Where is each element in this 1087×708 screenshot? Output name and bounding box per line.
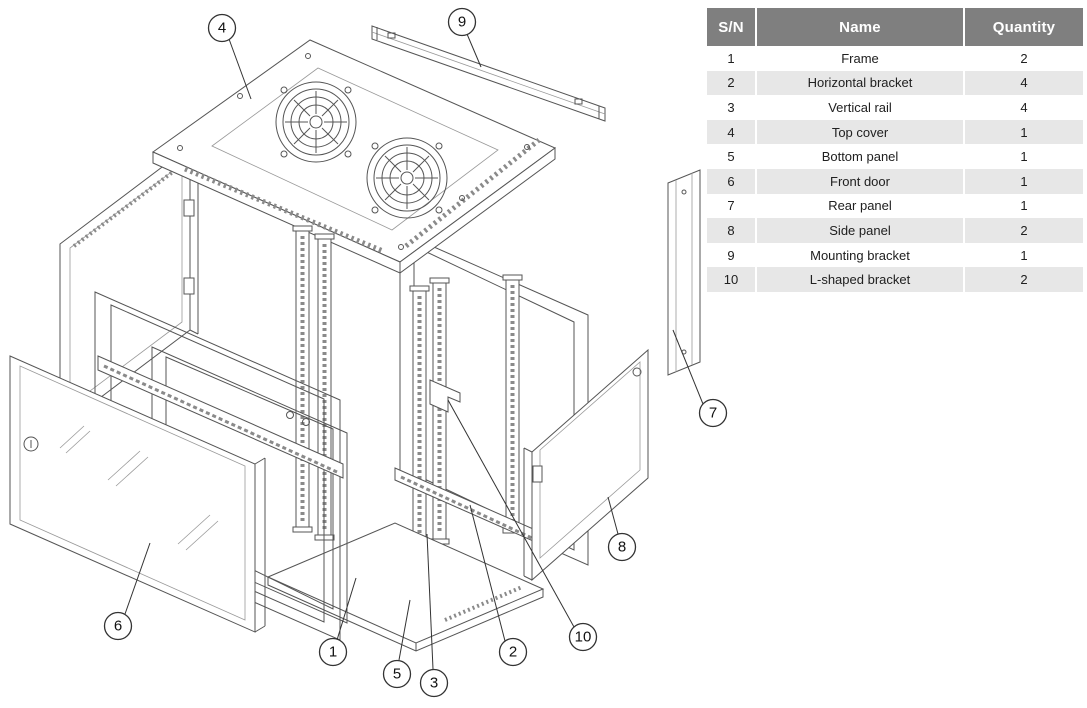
callout-4: 4 bbox=[207, 13, 252, 100]
table-row: 4 Top cover 1 bbox=[707, 119, 1083, 145]
callout-8: 8 bbox=[607, 496, 637, 562]
cell-qty: 2 bbox=[965, 218, 1083, 243]
table-row: 9 Mounting bracket 1 bbox=[707, 242, 1083, 268]
callout-7: 7 bbox=[672, 329, 728, 428]
cell-qty: 1 bbox=[965, 193, 1083, 219]
cell-sn: 6 bbox=[707, 168, 755, 194]
callout-1: 1 bbox=[318, 577, 357, 667]
horizontal-bracket-front-drawing bbox=[97, 355, 344, 479]
mounting-bracket-drawing bbox=[371, 25, 606, 122]
table-row: 10 L-shaped bracket 2 bbox=[707, 267, 1083, 292]
cell-name: Front door bbox=[757, 168, 963, 194]
cell-qty: 1 bbox=[965, 242, 1083, 268]
callout-2: 2 bbox=[469, 504, 528, 667]
cell-name: Vertical rail bbox=[757, 95, 963, 120]
vertical-rails-front-drawing bbox=[292, 225, 335, 541]
table-row: 8 Side panel 2 bbox=[707, 218, 1083, 243]
svg-text:7: 7 bbox=[709, 405, 717, 422]
cell-name: Horizontal bracket bbox=[757, 70, 963, 96]
svg-text:5: 5 bbox=[393, 666, 401, 683]
glass-reflection-marks bbox=[59, 425, 219, 551]
cell-name: Top cover bbox=[757, 119, 963, 145]
cell-sn: 3 bbox=[707, 95, 755, 120]
side-panel-drawing bbox=[523, 348, 649, 582]
parts-table: S/N Name Quantity 1 Frame 2 2 Horizontal… bbox=[707, 8, 1083, 292]
cell-qty: 2 bbox=[965, 46, 1083, 71]
bottom-panel-drawing bbox=[266, 522, 545, 652]
svg-text:2: 2 bbox=[509, 644, 517, 661]
table-row: 2 Horizontal bracket 4 bbox=[707, 70, 1083, 96]
table-row: 6 Front door 1 bbox=[707, 168, 1083, 194]
parts-table-body: 1 Frame 2 2 Horizontal bracket 4 3 Verti… bbox=[707, 46, 1083, 292]
svg-text:3: 3 bbox=[430, 675, 438, 692]
parts-table-header: S/N Name Quantity bbox=[707, 8, 1083, 46]
cell-sn: 9 bbox=[707, 242, 755, 268]
svg-text:8: 8 bbox=[618, 539, 626, 556]
cell-qty: 4 bbox=[965, 95, 1083, 120]
top-cover-drawing bbox=[151, 39, 556, 274]
cell-sn: 10 bbox=[707, 267, 755, 292]
callout-10: 10 bbox=[447, 399, 598, 652]
svg-text:9: 9 bbox=[458, 14, 466, 31]
cell-sn: 2 bbox=[707, 70, 755, 96]
cell-qty: 1 bbox=[965, 168, 1083, 194]
cell-name: L-shaped bracket bbox=[757, 267, 963, 292]
callout-5: 5 bbox=[382, 599, 412, 689]
cell-sn: 4 bbox=[707, 119, 755, 145]
cell-name: Mounting bracket bbox=[757, 242, 963, 268]
table-row: 7 Rear panel 1 bbox=[707, 193, 1083, 219]
l-shaped-bracket-drawing bbox=[429, 379, 461, 413]
svg-text:4: 4 bbox=[218, 20, 226, 37]
col-header-sn: S/N bbox=[707, 8, 755, 46]
fan-grille-icon bbox=[366, 137, 448, 219]
callout-3: 3 bbox=[419, 533, 449, 698]
svg-text:1: 1 bbox=[329, 644, 337, 661]
svg-text:6: 6 bbox=[114, 618, 122, 635]
cell-name: Frame bbox=[757, 46, 963, 71]
cell-name: Bottom panel bbox=[757, 144, 963, 169]
cell-sn: 5 bbox=[707, 144, 755, 169]
cell-name: Side panel bbox=[757, 218, 963, 243]
table-row: 1 Frame 2 bbox=[707, 46, 1083, 71]
rear-panel-drawing bbox=[667, 169, 701, 376]
table-row: 5 Bottom panel 1 bbox=[707, 144, 1083, 169]
cell-qty: 4 bbox=[965, 70, 1083, 96]
col-header-quantity: Quantity bbox=[965, 8, 1083, 46]
callout-9: 9 bbox=[447, 7, 482, 68]
cell-sn: 8 bbox=[707, 218, 755, 243]
svg-text:10: 10 bbox=[575, 629, 592, 646]
col-header-name: Name bbox=[757, 8, 963, 46]
front-door-drawing bbox=[9, 355, 266, 633]
table-row: 3 Vertical rail 4 bbox=[707, 95, 1083, 120]
cell-qty: 1 bbox=[965, 144, 1083, 169]
cell-qty: 1 bbox=[965, 119, 1083, 145]
cell-name: Rear panel bbox=[757, 193, 963, 219]
callout-6: 6 bbox=[103, 542, 151, 641]
fan-grille-icon bbox=[275, 81, 357, 163]
cell-qty: 2 bbox=[965, 267, 1083, 292]
side-panel-left-drawing bbox=[59, 144, 199, 430]
cell-sn: 1 bbox=[707, 46, 755, 71]
cell-sn: 7 bbox=[707, 193, 755, 219]
